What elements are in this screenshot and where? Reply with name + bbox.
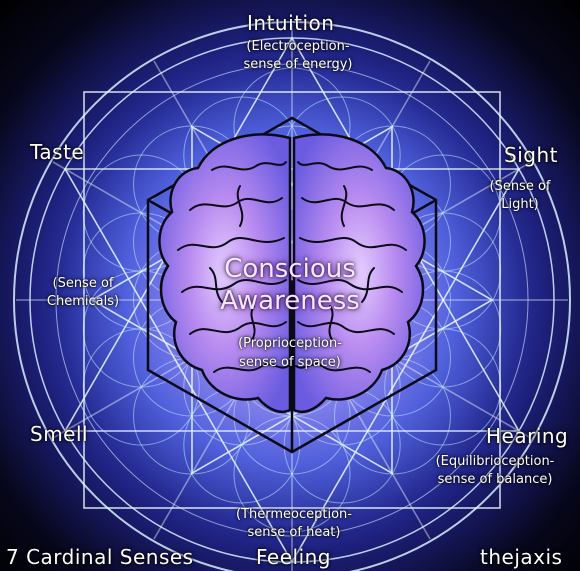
sight-subtitle-line2: Light) (470, 198, 570, 213)
intuition-label: Intuition (247, 12, 334, 35)
conscious-awareness-title-line1: Conscious (190, 255, 390, 285)
hearing-label: Hearing (486, 425, 568, 448)
taste-subtitle-line1: (Sense of (28, 277, 138, 292)
hearing-subtitle-line1: (Equilibrioception- (412, 455, 578, 470)
taste-subtitle-line2: Chemicals) (28, 295, 138, 310)
cardinal-senses-caption: 7 Cardinal Senses (6, 546, 194, 569)
smell-label: Smell (30, 423, 88, 446)
intuition-subtitle-line1: (Electroception- (218, 40, 378, 55)
sight-subtitle-line1: (Sense of (470, 180, 570, 195)
sight-label: Sight (504, 144, 558, 167)
hearing-subtitle-line2: sense of balance) (412, 473, 578, 488)
proprioception-subtitle-line1: (Proprioception- (200, 337, 380, 352)
author-credit: thejaxis (480, 546, 562, 569)
feeling-subtitle-line2: sense of heat) (204, 526, 384, 541)
feeling-label: Feeling (256, 546, 331, 569)
feeling-subtitle-line1: (Thermeoception- (204, 508, 384, 523)
conscious-awareness-title-line2: Awareness (190, 287, 390, 317)
taste-label: Taste (30, 141, 84, 164)
proprioception-subtitle-line2: sense of space) (200, 356, 380, 371)
intuition-subtitle-line2: sense of energy) (218, 58, 378, 73)
